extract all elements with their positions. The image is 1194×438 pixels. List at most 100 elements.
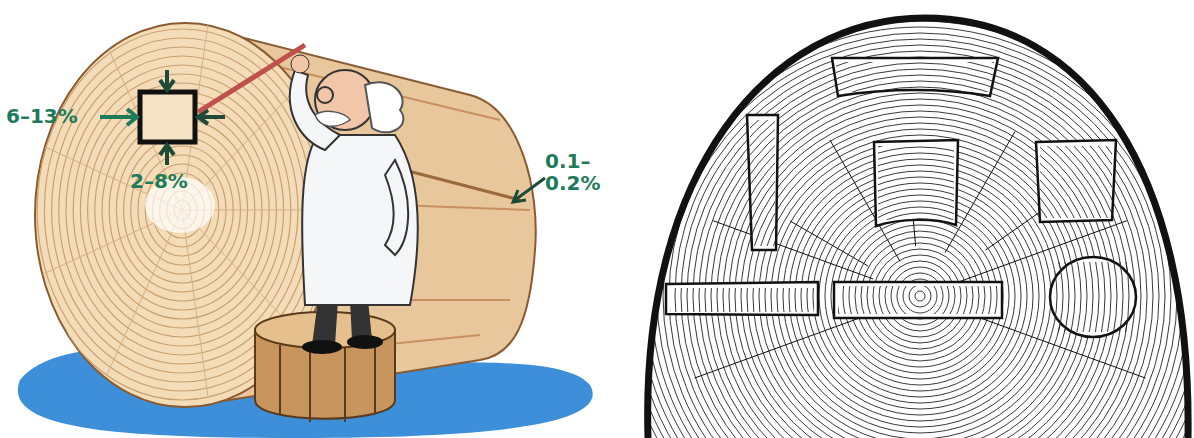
growth-ring: [639, 15, 1194, 438]
grain-line: [675, 288, 814, 312]
grain-line: [836, 62, 994, 92]
grain-line: [750, 120, 775, 246]
growth-ring: [615, 0, 1194, 438]
grain-line: [878, 146, 954, 220]
grain-line: [838, 286, 998, 314]
top-arrow: [160, 70, 174, 90]
growth-ring: [603, 0, 1194, 438]
grain-line: [897, 286, 943, 314]
grain-line: [1055, 262, 1099, 332]
shrinkage-value: 6–13%: [6, 105, 106, 127]
professor-hair: [365, 82, 403, 132]
shrinkage-value: 0.1– 0.2%: [545, 150, 607, 194]
grain-line: [771, 288, 814, 312]
grain-line: [1055, 262, 1131, 332]
grain-line: [1055, 262, 1057, 332]
grain-line: [1040, 146, 1112, 218]
grain-line: [878, 171, 954, 220]
grain-line: [1055, 262, 1129, 332]
professor-shoe: [302, 340, 342, 354]
grain-line: [891, 286, 949, 314]
grain-line: [670, 288, 814, 312]
professor-mustache: [315, 111, 350, 126]
grain-line: [670, 288, 814, 312]
tangential-arrow: [100, 109, 137, 125]
pencil: [198, 45, 305, 112]
grain-line: [878, 146, 954, 220]
grain-line: [838, 286, 998, 314]
grain-line: [878, 195, 954, 220]
grain-line: [777, 288, 814, 312]
grain-line: [836, 62, 994, 92]
grain-line: [879, 286, 961, 314]
grain-line: [838, 286, 998, 314]
grain-line: [838, 286, 998, 314]
grain-line: [838, 286, 998, 314]
sample-square: [140, 92, 195, 142]
grain-line: [838, 286, 998, 314]
grain-line: [750, 120, 775, 246]
grain-line: [753, 288, 814, 312]
ray-crack: [694, 313, 873, 378]
grain-line: [873, 286, 967, 314]
grain-line: [1055, 262, 1131, 332]
growth-ring: [627, 3, 1194, 438]
grain-line: [1055, 262, 1131, 332]
grain-line: [878, 146, 954, 220]
grain-line: [1055, 262, 1087, 332]
grain-line: [878, 146, 954, 220]
grain-line: [838, 286, 998, 314]
grain-line: [750, 120, 775, 246]
grain-line: [1055, 262, 1131, 332]
growth-ring: [801, 177, 1039, 415]
growth-ring: [687, 63, 1153, 438]
grain-line: [1040, 146, 1112, 218]
grain-line: [838, 286, 998, 314]
grain-line: [838, 286, 998, 314]
grain-line: [878, 146, 954, 220]
grain-line: [836, 63, 994, 92]
grain-line: [838, 286, 998, 314]
grain-line: [801, 288, 814, 312]
grain-line: [878, 189, 954, 220]
grain-line: [670, 288, 814, 312]
grain-line: [1040, 146, 1112, 218]
grain-line: [838, 286, 998, 314]
growth-ring: [585, 0, 1194, 438]
grain-line: [1040, 146, 1112, 218]
grain-line: [878, 146, 954, 220]
piece-grain-group: [1055, 262, 1131, 332]
grain-line: [1040, 146, 1112, 218]
grain-line: [1055, 262, 1069, 332]
grain-line: [750, 120, 775, 246]
ray-crack: [790, 221, 868, 266]
grain-line: [878, 146, 954, 220]
grain-line: [878, 183, 954, 220]
growth-ring: [825, 201, 1015, 391]
grain-line: [670, 288, 814, 312]
grain-line: [705, 288, 814, 312]
grain-line: [855, 286, 985, 314]
grain-line: [836, 62, 994, 92]
grain-line: [699, 288, 814, 312]
grain-line: [878, 146, 954, 220]
grain-line: [836, 62, 994, 92]
grain-line: [836, 62, 994, 92]
grain-line: [878, 146, 954, 220]
grain-line: [838, 286, 998, 314]
grain-line: [1055, 262, 1123, 332]
grain-line: [838, 286, 998, 314]
grain-line: [838, 286, 998, 314]
grain-line: [1040, 146, 1099, 218]
grain-line: [670, 288, 814, 312]
grain-line: [1055, 262, 1063, 332]
grain-line: [735, 288, 814, 312]
piece-grain-group: [838, 286, 998, 314]
professor-head: [315, 70, 375, 130]
grain-line: [836, 62, 994, 92]
grain-line: [836, 62, 994, 92]
grain-line: [1040, 146, 1112, 218]
grain-line: [750, 120, 775, 246]
grain-line: [670, 288, 814, 312]
